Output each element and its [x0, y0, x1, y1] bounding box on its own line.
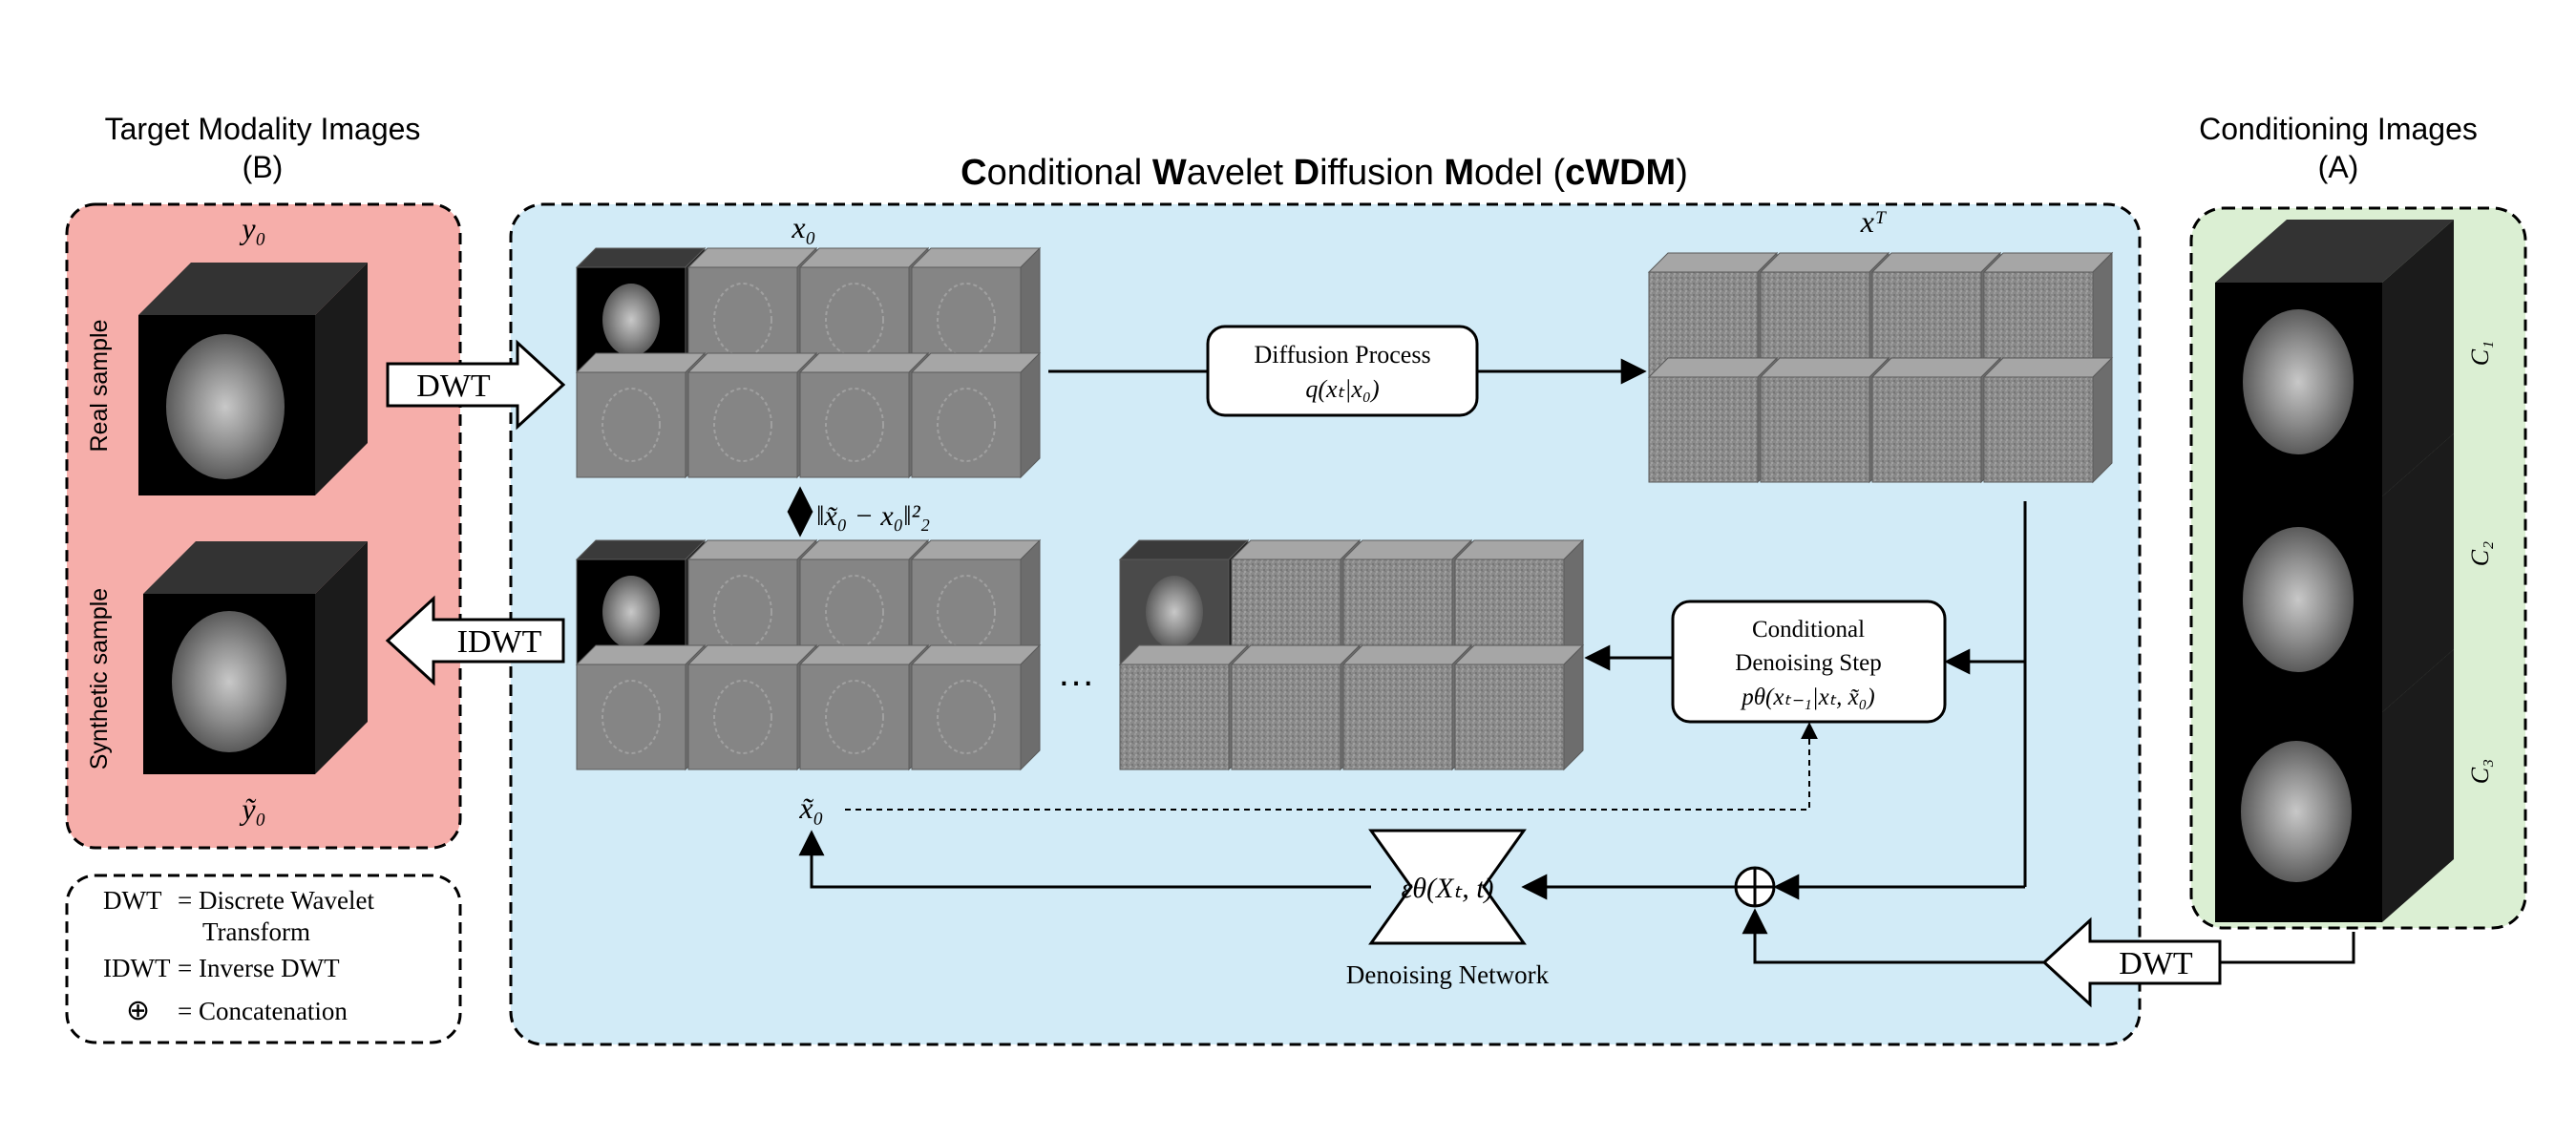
brain-outline — [825, 283, 884, 357]
cwdm-title: Conditional Wavelet Diffusion Model (cWD… — [961, 153, 1688, 193]
legend-dwt-key: DWT — [103, 886, 162, 915]
dwt-arrow-top-label: DWT — [416, 369, 491, 404]
synthetic-sample-cube — [143, 541, 368, 774]
cond-subtitle: (A) — [2318, 150, 2359, 184]
network-to-x0-tilde-arrow — [798, 830, 1371, 889]
wavelet-cube — [798, 351, 930, 479]
brain-scan-c3 — [2241, 741, 2352, 882]
brain-scan-synthetic — [172, 611, 286, 752]
wavelet-cube — [1118, 643, 1250, 771]
idwt-arrow-label: IDWT — [457, 624, 542, 660]
x0-label: x₀ — [791, 210, 815, 244]
wavelet-cube — [1230, 643, 1362, 771]
wavelet-cube — [1647, 356, 1779, 484]
c3-label: C₃ — [2466, 759, 2494, 784]
brain-outline — [937, 283, 996, 357]
denoising-network-shape — [1368, 829, 1527, 945]
denoising-network-label: Denoising Network — [1346, 960, 1550, 989]
dwt-to-concat-arrow — [1742, 908, 2044, 964]
x0-wavelet-cubes — [575, 246, 1042, 479]
wavelet-cube — [1759, 356, 1890, 484]
brain-scan-c1 — [2243, 309, 2354, 454]
brain-outline — [937, 680, 996, 754]
brain-outline — [937, 575, 996, 649]
legend-dwt-value-line2: Transform — [202, 917, 310, 946]
denoising-step-formula: pθ(xₜ₋₁|xₜ, x̃₀) — [1740, 685, 1874, 710]
wavelet-cube — [575, 643, 707, 771]
brain-scan-c2 — [2243, 527, 2354, 672]
loss-formula: ‖x̃₀ − x₀‖²₂ — [816, 500, 930, 532]
wavelet-cube — [1341, 643, 1473, 771]
denoising-network-formula: εθ(Xₜ, t) — [1401, 873, 1493, 904]
c1-label: C₁ — [2466, 341, 2494, 366]
wavelet-cube — [1870, 356, 2002, 484]
dwt-arrow-bottom-label: DWT — [2119, 946, 2193, 981]
y0-tilde-label: ỹ₀ — [239, 791, 265, 826]
brain-outline — [825, 575, 884, 649]
dwt-arrow-bottom: DWT — [2041, 917, 2222, 1008]
intermediate-wavelet-cubes — [1118, 538, 1585, 771]
denoising-step-line2: Denoising Step — [1735, 650, 1881, 676]
xT-label: xᵀ — [1860, 204, 1888, 239]
wavelet-cube — [686, 351, 818, 479]
synthetic-sample-label: Synthetic sample — [86, 588, 113, 769]
c2-label: C₂ — [2466, 541, 2494, 566]
denoising-step-box — [1671, 600, 1947, 724]
wavelet-cube — [910, 351, 1042, 479]
x0-tilde-wavelet-cubes — [575, 538, 1042, 771]
idwt-arrow: IDWT — [385, 595, 565, 686]
wavelet-cube — [686, 643, 818, 771]
wavelet-cube — [798, 643, 930, 771]
diffusion-process-formula: q(xₜ|x₀) — [1305, 375, 1379, 403]
legend-concat-key: ⊕ — [126, 995, 150, 1026]
brain-thumbnail — [602, 576, 660, 648]
brain-outline — [825, 680, 884, 754]
x0-tilde-feedback-dashed — [845, 722, 1818, 811]
legend-idwt-key: IDWT — [103, 954, 171, 982]
wavelet-cube — [575, 351, 707, 479]
real-sample-cube — [138, 263, 368, 495]
brain-outline — [937, 388, 996, 462]
x0-tilde-label: x̃₀ — [798, 790, 823, 825]
brain-scan-real — [166, 334, 285, 479]
cond-title: Conditioning Images — [2199, 112, 2478, 146]
denoising-step-line1: Conditional — [1752, 617, 1865, 643]
brain-outline — [713, 680, 772, 754]
legend-idwt-value: = Inverse DWT — [178, 954, 340, 982]
legend-concat-value: = Concatenation — [178, 997, 348, 1025]
brain-thumbnail — [1146, 576, 1203, 648]
ellipsis: … — [1057, 652, 1095, 694]
brain-outline — [602, 680, 661, 754]
dwt-arrow-top: DWT — [386, 339, 566, 431]
y0-label: y₀ — [239, 211, 265, 245]
diffusion-process-title: Diffusion Process — [1254, 341, 1430, 369]
wavelet-cube — [1982, 356, 2114, 484]
brain-outline — [713, 388, 772, 462]
brain-outline — [825, 388, 884, 462]
cond-to-dwt-line — [2220, 932, 2355, 964]
legend-dwt-value-line1: = Discrete Wavelet — [178, 886, 374, 915]
brain-thumbnail — [602, 284, 660, 356]
wavelet-cube — [910, 643, 1042, 771]
xT-noise-cubes — [1647, 251, 2114, 484]
brain-outline — [713, 575, 772, 649]
real-sample-label: Real sample — [86, 320, 113, 453]
legend-panel — [65, 874, 462, 1044]
brain-outline — [602, 388, 661, 462]
target-title: Target Modality Images — [105, 112, 421, 146]
brain-outline — [713, 283, 772, 357]
cond-cube-c1 — [2215, 220, 2454, 496]
target-subtitle: (B) — [243, 150, 284, 184]
wavelet-cube — [1453, 643, 1585, 771]
